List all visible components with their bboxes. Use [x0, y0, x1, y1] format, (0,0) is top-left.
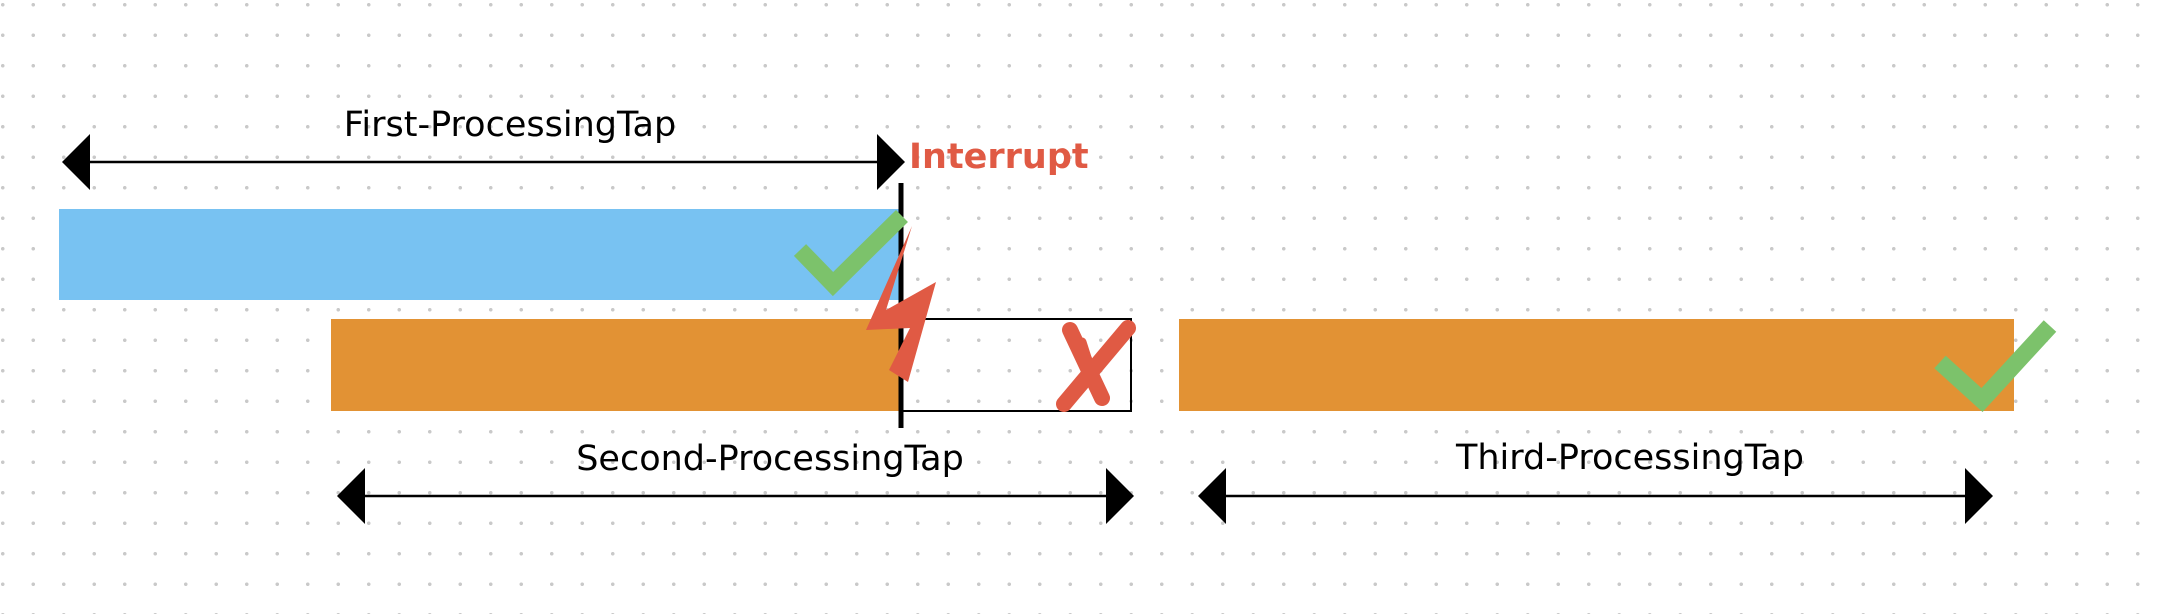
third-tap-left-arrowhead: [1198, 468, 1226, 524]
interrupt-label: Interrupt: [909, 137, 1089, 177]
first-tap-check-icon: [793, 209, 908, 297]
second-tap-dimension: [337, 468, 1134, 524]
second-tap-bar-completed: [331, 319, 901, 411]
second-tap-left-arrowhead: [337, 468, 365, 524]
first-tap-label: First-ProcessingTap: [344, 105, 676, 145]
third-tap-label: Third-ProcessingTap: [1455, 438, 1804, 478]
first-tap-left-arrowhead: [62, 134, 90, 190]
second-tap-label: Second-ProcessingTap: [576, 439, 964, 479]
first-tap-dimension: [62, 134, 905, 190]
first-tap-bar: [59, 209, 902, 300]
third-tap-dimension: [1198, 468, 1993, 524]
third-tap-right-arrowhead: [1965, 468, 1993, 524]
third-tap-bar: [1179, 319, 2014, 411]
second-tap-right-arrowhead: [1106, 468, 1134, 524]
first-tap-right-arrowhead: [877, 134, 905, 190]
third-tap-check-icon: [1934, 320, 2057, 412]
second-tap-cross-icon: [1056, 320, 1136, 412]
lightning-bolt-icon: [866, 226, 936, 382]
